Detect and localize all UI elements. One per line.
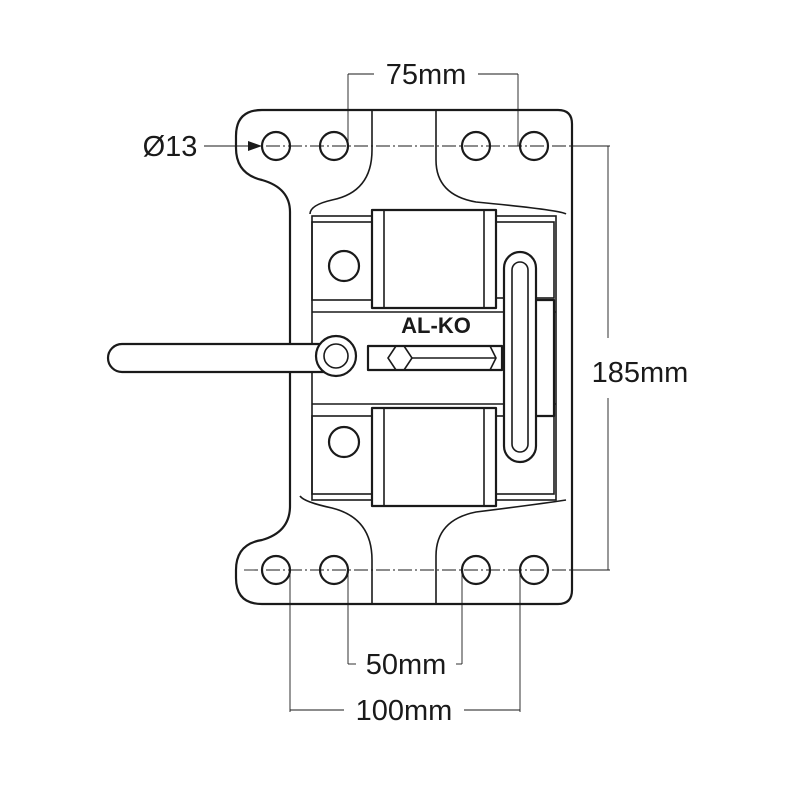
top-left-ear xyxy=(309,110,373,215)
dim-100-label: 100mm xyxy=(356,695,453,727)
lever-handle xyxy=(106,342,352,374)
dim-50-label: 50mm xyxy=(366,649,447,681)
dim-75-label: 75mm xyxy=(386,59,467,91)
lower-lug-hole xyxy=(327,425,361,459)
lower-clamp-block xyxy=(370,406,498,508)
upper-clamp-block xyxy=(370,208,498,310)
dim-185-label: 185mm xyxy=(592,357,689,389)
clamp-handle xyxy=(502,250,538,464)
lever-pivot xyxy=(314,334,358,378)
clamp-handle-inner xyxy=(511,261,529,453)
lever-pivot-inner xyxy=(323,343,349,369)
top-right-ear xyxy=(435,110,567,215)
bottom-left-ear xyxy=(299,495,373,604)
indicator-tip xyxy=(489,345,497,371)
dim-dia-arrow xyxy=(248,141,262,151)
brand-logo: AL-KO xyxy=(401,313,471,338)
upper-lug-hole xyxy=(327,249,361,283)
bottom-right-ear xyxy=(435,499,567,604)
dim-dia-label: Ø13 xyxy=(143,131,198,163)
